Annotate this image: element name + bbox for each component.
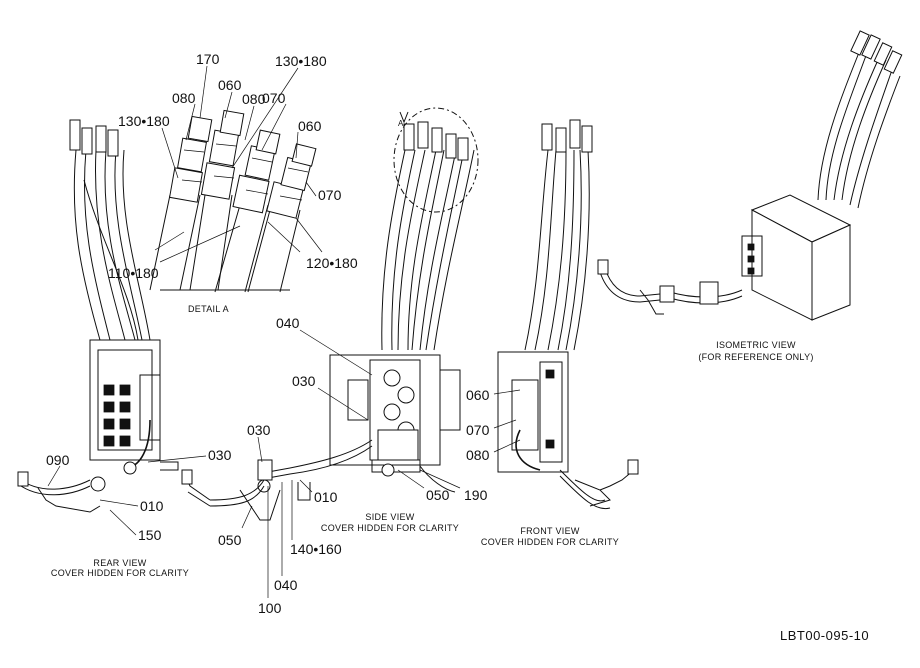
callout-140-160: 140•160 [290,541,342,557]
rear-view-leaders [47,455,207,536]
detail-a-illustration [149,109,317,293]
callout-060: 060 [218,77,242,93]
callout-150: 150 [138,527,162,543]
callout-080: 080 [172,90,196,106]
detail-a-marker: A [398,119,404,128]
callout-050-side: 050 [218,532,242,548]
callout-060-front: 060 [466,387,490,403]
callout-080-front: 080 [466,447,490,463]
rear-view-caption: REAR VIEW [93,558,146,568]
side-view-subcaption: COVER HIDDEN FOR CLARITY [321,523,459,533]
callout-010-side: 010 [314,489,338,505]
rear-view-subcaption: COVER HIDDEN FOR CLARITY [51,568,189,578]
callout-080-b: 080 [242,91,266,107]
callout-030-side-b: 030 [247,422,271,438]
isometric-view-caption: ISOMETRIC VIEW [716,340,796,350]
callout-010: 010 [140,498,164,514]
callout-090: 090 [46,452,70,468]
callout-030-side: 030 [292,373,316,389]
side-view-callouts: 040 030 030 050 010 140•160 040 100 050 … [218,315,488,616]
callout-040: 040 [276,315,300,331]
side-view-leaders [241,329,461,598]
detail-a-leaders [154,65,323,263]
front-view-subcaption: COVER HIDDEN FOR CLARITY [481,537,619,547]
callout-100: 100 [258,600,282,616]
isometric-view-illustration [597,30,903,321]
callout-060-b: 060 [298,118,322,134]
side-view-illustration [181,107,479,521]
front-view-illustration [497,119,639,510]
drawing-number: LBT00-095-10 [780,628,869,643]
callout-050-side-b: 050 [426,487,450,503]
callout-130-180: 130•180 [275,53,327,69]
callout-030: 030 [208,447,232,463]
callout-070-front: 070 [466,422,490,438]
callout-070-b: 070 [318,187,342,203]
rear-view-callouts: 090 030 010 150 [46,447,232,543]
callout-190: 190 [464,487,488,503]
callout-130-180-b: 130•180 [118,113,170,129]
detail-a-callouts: 170 060 080 130•180 070 080 130•180 060 … [108,51,358,281]
isometric-view-subcaption: (FOR REFERENCE ONLY) [698,352,813,362]
front-view-leaders [493,389,521,453]
callout-110-180: 110•180 [108,265,159,281]
side-view-caption: SIDE VIEW [365,512,414,522]
rear-view-illustration [17,119,179,513]
callout-120-180: 120•180 [306,255,358,271]
callout-170: 170 [196,51,220,67]
detail-a-caption: DETAIL A [188,304,229,314]
callout-040-side: 040 [274,577,298,593]
front-view-callouts: 060 070 080 [466,387,490,463]
callout-070: 070 [262,90,286,106]
front-view-caption: FRONT VIEW [520,526,580,536]
